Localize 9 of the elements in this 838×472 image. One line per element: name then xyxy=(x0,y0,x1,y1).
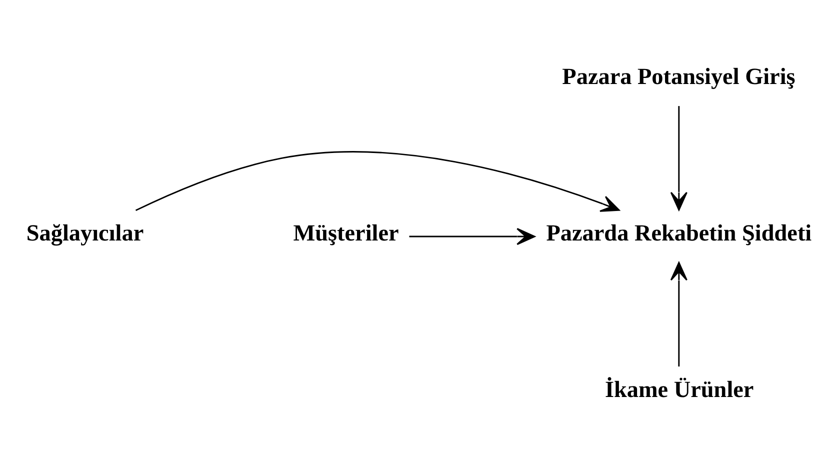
node-text: Pazara Potansiyel Giriş xyxy=(562,63,796,90)
node-text: Sağlayıcılar xyxy=(26,220,144,246)
node-text: Müşteriler xyxy=(293,220,399,246)
arrow xyxy=(670,261,688,366)
arrow xyxy=(670,106,688,210)
arrow xyxy=(135,150,620,212)
node-text: İkame Ürünler xyxy=(604,376,754,403)
arrow xyxy=(409,227,536,245)
node-text: Pazarda Rekabetin Şiddeti xyxy=(546,220,812,246)
